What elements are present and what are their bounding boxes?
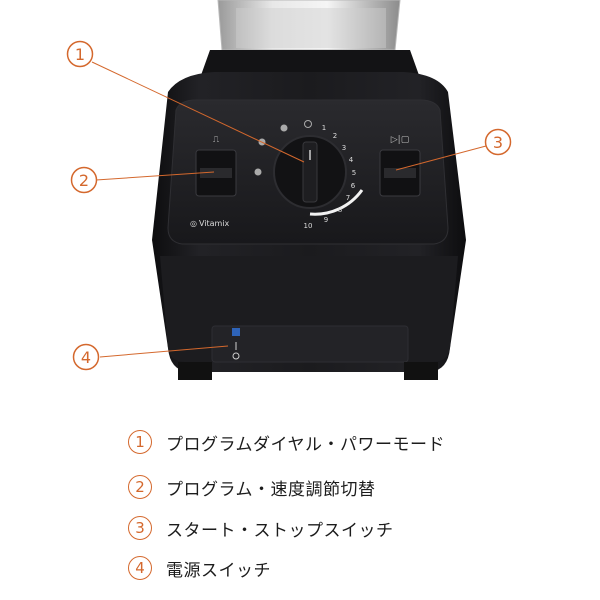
legend-item-3: 3 スタート・ストップスイッチ (128, 513, 394, 543)
callout-lines (91, 61, 487, 358)
callout-marker-3 (484, 128, 512, 156)
callout-line-3 (395, 145, 487, 171)
callout-marker-1 (66, 40, 94, 68)
legend-num-1: 1 (128, 430, 152, 454)
play-pause-icon: ▷|▢ (391, 135, 409, 145)
brand-name: Vitamix (199, 219, 230, 228)
power-switch[interactable] (232, 328, 240, 360)
legend-label-1: プログラムダイヤル・パワーモード (166, 434, 445, 455)
callout-marker-4-num: 4 (81, 348, 91, 367)
callout-marker-2-num: 2 (79, 171, 89, 190)
power-switch-panel (211, 325, 409, 363)
legend-item-2: 2 プログラム・速度調節切替 (128, 472, 376, 502)
power-icon (304, 120, 312, 128)
callout-marker-1-num: 1 (75, 45, 85, 64)
start-stop-switch[interactable] (379, 149, 421, 197)
callout-marker-4 (72, 343, 100, 371)
program-icon-1 (280, 124, 288, 132)
callout-line-1 (91, 61, 305, 163)
dial-program-icons (254, 120, 312, 176)
dial-num-4: 4 (349, 156, 354, 164)
legend-item-4: 4 電源スイッチ (128, 553, 271, 583)
callout-marker-2 (70, 166, 98, 194)
jar-collar (200, 50, 420, 78)
callout-line-4 (99, 345, 229, 358)
dial-num-6: 6 (351, 182, 356, 190)
callout-markers: 1 2 3 4 (66, 40, 512, 371)
legend-label-2: プログラム・速度調節切替 (166, 479, 376, 500)
dial-num-7: 7 (346, 194, 350, 202)
legend-label-3: スタート・ストップスイッチ (166, 520, 394, 541)
dial-num-9: 9 (324, 216, 328, 224)
brand-logo: ◎Vitamix (190, 219, 230, 228)
foot-left (178, 362, 212, 380)
callout-marker-3-num: 3 (493, 133, 503, 152)
container-jar (217, 0, 401, 51)
dial-num-2: 2 (333, 132, 337, 140)
pulse-icon: ⎍ (213, 135, 220, 145)
legend-num-3: 3 (128, 516, 152, 540)
speed-dial[interactable] (273, 135, 364, 216)
dial-num-8: 8 (338, 206, 342, 214)
dial-scale: 1 2 3 4 5 6 7 8 9 10 (304, 124, 357, 230)
dial-num-5: 5 (352, 169, 356, 177)
dial-num-1: 1 (322, 124, 326, 132)
legend-num-4: 4 (128, 556, 152, 580)
legend-num-2: 2 (128, 475, 152, 499)
legend-item-1: 1 プログラムダイヤル・パワーモード (128, 427, 445, 457)
callout-line-2 (95, 171, 215, 181)
dial-num-10: 10 (304, 222, 313, 230)
dial-num-3: 3 (342, 144, 346, 152)
program-icon-3 (254, 168, 262, 176)
legend-label-4: 電源スイッチ (166, 560, 271, 581)
foot-right (404, 362, 438, 380)
